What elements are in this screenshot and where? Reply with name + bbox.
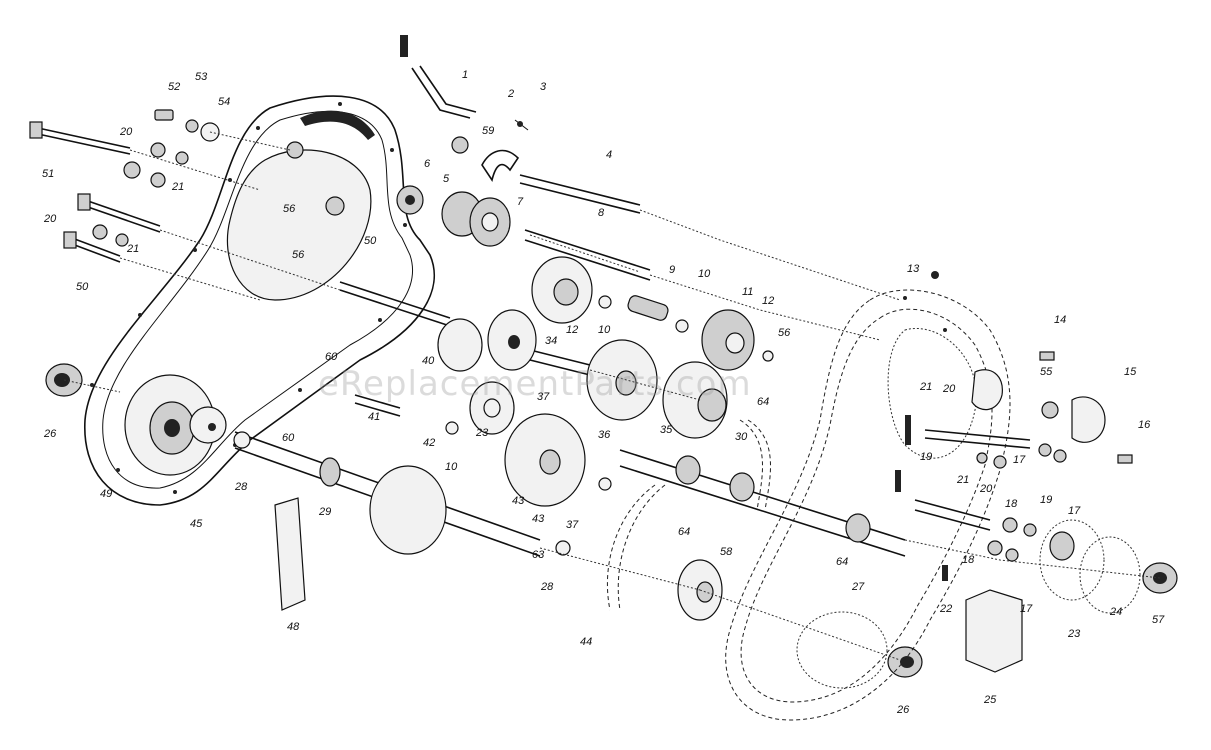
callout: 20 (979, 483, 993, 495)
callout: 1 (462, 69, 468, 81)
callout: 8 (598, 207, 605, 219)
callout: 48 (287, 621, 300, 633)
callout: 21 (919, 381, 932, 393)
callout: 36 (598, 429, 611, 441)
leader-lines (63, 131, 1161, 661)
callout: 64 (757, 396, 769, 408)
callout: 9 (669, 264, 675, 276)
callout: 64 (836, 556, 848, 568)
callout: 43 (512, 495, 525, 507)
callout: 52 (168, 81, 180, 93)
callout: 56 (292, 249, 305, 261)
callout: 44 (580, 636, 592, 648)
callout: 49 (100, 488, 112, 500)
callout: 22 (939, 603, 952, 615)
callout: 50 (76, 281, 89, 293)
callout: 16 (1138, 419, 1151, 431)
callout: 23 (1067, 628, 1081, 640)
callout: 24 (1109, 606, 1122, 618)
right-chain-case (725, 271, 1141, 721)
callout: 54 (218, 96, 230, 108)
callout: 12 (566, 324, 578, 336)
callout: 58 (720, 546, 733, 558)
callout: 30 (735, 431, 748, 443)
callout: 2 (507, 88, 514, 100)
callout: 14 (1054, 314, 1066, 326)
drive-chains (606, 419, 772, 611)
callout: 55 (1040, 366, 1053, 378)
callout: 10 (445, 461, 458, 473)
callout: 15 (1124, 366, 1137, 378)
callout: 51 (42, 168, 54, 180)
callout: 26 (43, 428, 57, 440)
callout: 18 (962, 554, 975, 566)
left-chain-case (45, 95, 435, 506)
callout: 60 (325, 351, 338, 363)
callout: 13 (907, 263, 920, 275)
callout: 34 (545, 335, 557, 347)
callout: 56 (778, 327, 791, 339)
callout: 63 (532, 549, 545, 561)
center-shafts-and-gears (189, 35, 906, 557)
callout: 56 (283, 203, 296, 215)
callout: 20 (119, 126, 133, 138)
left-bolts (29, 109, 220, 263)
callout: 6 (424, 158, 431, 170)
callout: 18 (1005, 498, 1018, 510)
callout: 50 (364, 235, 377, 247)
callout: 64 (678, 526, 690, 538)
callout: 21 (956, 474, 969, 486)
callout: 25 (983, 694, 997, 706)
callout-labels: 1 2 3 4 5 6 7 8 9 10 10 10 11 12 12 13 1… (42, 69, 1165, 716)
callout: 11 (742, 286, 753, 298)
callout: 29 (318, 506, 331, 518)
callout: 26 (896, 704, 910, 716)
callout: 20 (43, 213, 57, 225)
callout: 17 (1013, 454, 1026, 466)
callout: 45 (190, 518, 203, 530)
callout: 12 (762, 295, 774, 307)
callout: 35 (660, 424, 673, 436)
callout: 21 (171, 181, 184, 193)
callout: 4 (606, 149, 612, 161)
callout: 28 (234, 481, 248, 493)
callout: 27 (851, 581, 865, 593)
watermark-text: eReplacementParts.com (318, 364, 752, 404)
callout: 23 (475, 427, 489, 439)
callout: 17 (1020, 603, 1033, 615)
callout: 10 (698, 268, 711, 280)
callout: 21 (126, 243, 139, 255)
callout: 20 (942, 383, 956, 395)
callout: 19 (920, 451, 932, 463)
callout: 60 (282, 432, 295, 444)
callout: 10 (598, 324, 611, 336)
callout: 37 (566, 519, 579, 531)
callout: 17 (1068, 505, 1081, 517)
callout: 19 (1040, 494, 1052, 506)
callout: 40 (422, 355, 435, 367)
callout: 28 (540, 581, 554, 593)
callout: 3 (540, 81, 547, 93)
callout: 59 (482, 125, 494, 137)
callout: 37 (537, 391, 550, 403)
callout: 7 (517, 196, 524, 208)
callout: 43 (532, 513, 545, 525)
callout: 57 (1152, 614, 1165, 626)
callout: 5 (443, 173, 450, 185)
callout: 42 (423, 437, 435, 449)
callout: 53 (195, 71, 208, 83)
callout: 41 (368, 411, 380, 423)
